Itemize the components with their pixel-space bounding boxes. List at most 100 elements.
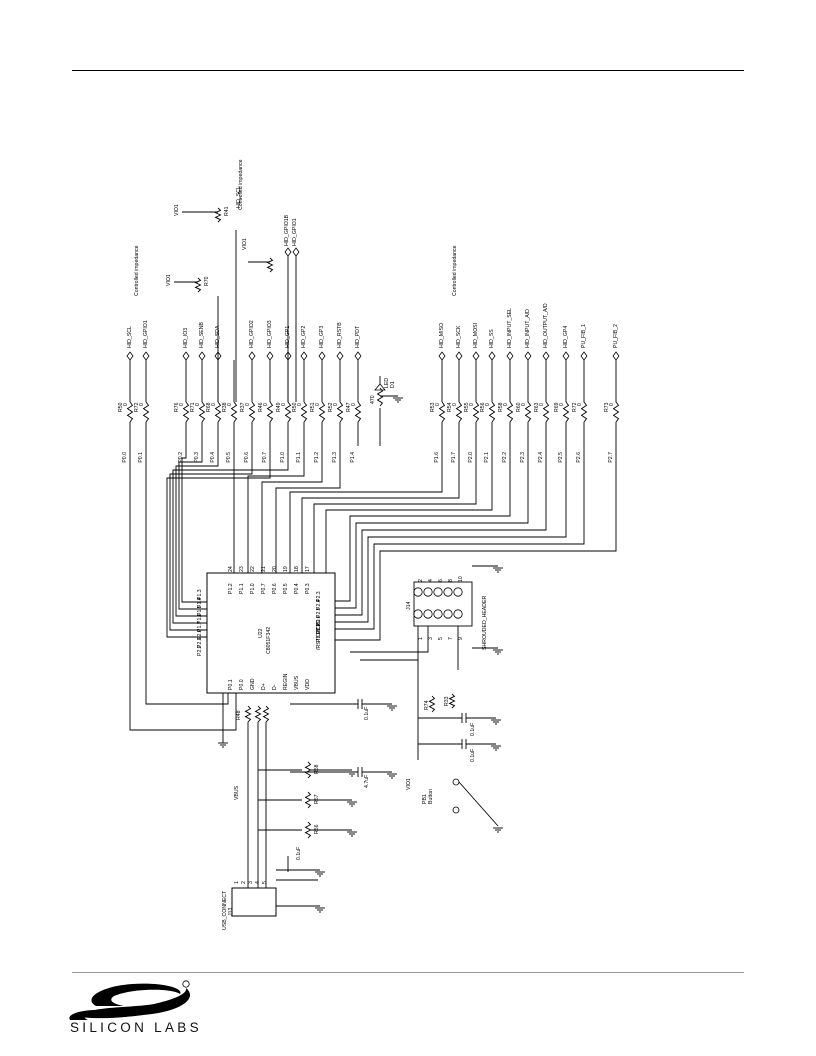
schematic-wiring — [206, 572, 473, 917]
chip-pin-number: 19 — [283, 566, 289, 572]
resistor-r68 — [214, 401, 222, 423]
net-label: HID_GPIO1 — [143, 320, 149, 348]
usb-label: USB_CONNECT — [222, 890, 228, 930]
route-wire — [335, 446, 567, 623]
net-label: P2.2 — [502, 452, 508, 463]
net-label: HID_OUTPUT_A/D — [543, 303, 549, 348]
resistor-r33 — [448, 693, 456, 709]
resistor-r3 — [266, 257, 274, 273]
net-label: P1.6 — [434, 452, 440, 463]
ref-label: R52 — [328, 402, 334, 412]
route-wire — [181, 446, 207, 603]
chip-pin-label: P1.2 — [228, 583, 234, 594]
header-pin — [433, 587, 443, 597]
port-pu-fib-1 — [580, 351, 588, 361]
resistor-esd — [304, 761, 312, 779]
net-label: HID_SCK — [456, 325, 462, 348]
route-wire — [289, 446, 443, 573]
ref-label: R54 — [447, 402, 453, 412]
resistor-r73 — [612, 401, 620, 423]
net-label: P0.4 — [210, 452, 216, 463]
chip-pin-label: VDD — [305, 679, 311, 690]
net-label: P1.0 — [280, 452, 286, 463]
net-label: HID_INPUT_A/D — [525, 309, 531, 348]
port-hid-gp3 — [318, 351, 326, 361]
resistor-esd — [304, 821, 312, 839]
chip-ref: U22 — [258, 628, 264, 638]
port-pu-fib-2 — [612, 351, 620, 361]
chip-pin-label: P2.4 — [316, 599, 322, 610]
value-label: 0 — [559, 403, 565, 406]
route-wire — [261, 446, 323, 573]
value-label: 0 — [469, 403, 475, 406]
ref-label: R41 — [224, 206, 230, 216]
route-wire — [325, 446, 493, 573]
impedance-note: Controlled impedance — [452, 245, 458, 296]
resistor-r53 — [438, 401, 446, 423]
usb-pin-number: 1 — [234, 881, 240, 884]
net-label: P1.4 — [350, 452, 356, 463]
value-label: 470 — [370, 395, 376, 404]
header-ref: J14 — [406, 602, 412, 610]
resistor-r49 — [284, 401, 292, 423]
usb-connector-body — [231, 887, 277, 917]
ref-label: R51 — [310, 402, 316, 412]
net-label: P2.6 — [576, 452, 582, 463]
net-label: HID_SCL — [236, 186, 242, 208]
ref-label: R71 — [190, 402, 196, 412]
net-label: HID_GP3 — [319, 326, 325, 348]
ref-label: R47 — [346, 402, 352, 412]
ref-label: R60 — [516, 402, 522, 412]
button-terminal — [452, 778, 460, 786]
chip-pin-label: VBUS — [294, 675, 300, 690]
led-symbol — [374, 383, 386, 391]
value-label: 0 — [435, 403, 441, 406]
port-hid-sck — [455, 351, 463, 361]
chip-pin-label: P2.3 — [316, 591, 322, 602]
header-pin-number: 4 — [428, 579, 434, 582]
chip-pin-label: P0.4 — [294, 583, 300, 594]
resistor-r71 — [198, 401, 206, 423]
chip-pin-label: P0.0 — [239, 679, 245, 690]
route-wire — [178, 446, 207, 610]
route-wire — [172, 446, 235, 624]
port-hid-output-a-d — [542, 351, 550, 361]
chip-pin-label: P2.2 — [197, 645, 203, 656]
header-pin — [423, 609, 433, 619]
value-label: 0 — [281, 403, 287, 406]
header-pin — [413, 587, 423, 597]
chip-pin-number: 23 — [239, 566, 245, 572]
chip-pin-label: P1.5 — [197, 605, 203, 616]
port-hid-mosi — [472, 351, 480, 361]
net-label: HID_GPIO3 — [267, 320, 273, 348]
value-label: 0 — [521, 403, 527, 406]
chip-pin-label: GND — [250, 678, 256, 690]
chip-pin-label: REGIN — [283, 673, 289, 690]
net-label: HID_GPIO2 — [249, 320, 255, 348]
header-pin — [453, 609, 463, 619]
route-wire — [233, 446, 289, 573]
resistor-r50 — [126, 401, 134, 423]
resistor-r47 — [376, 387, 384, 407]
value-label: 0.1uF — [296, 847, 302, 860]
impedance-note: Controlled impedance — [134, 245, 140, 296]
port-hid-gpio3 — [266, 351, 274, 361]
value-label: 0 — [227, 403, 233, 406]
route-wire — [335, 446, 511, 602]
resistor-r47 — [354, 401, 362, 423]
resistor-r76 — [182, 401, 190, 423]
route-wire — [301, 446, 460, 573]
chip-pin-number: 21 — [261, 566, 267, 572]
net-label: PU_FIB_1 — [581, 324, 587, 348]
header-pin-number: 6 — [438, 579, 444, 582]
ref-label: R56 — [314, 824, 320, 834]
header-pin — [443, 587, 453, 597]
button-terminal — [452, 806, 460, 814]
reset-wire — [458, 781, 499, 827]
header-pin-number: 7 — [448, 637, 454, 640]
resistor-r46 — [266, 401, 274, 423]
net-label: PU_FIB_2 — [613, 324, 619, 348]
route-wire — [313, 446, 477, 573]
